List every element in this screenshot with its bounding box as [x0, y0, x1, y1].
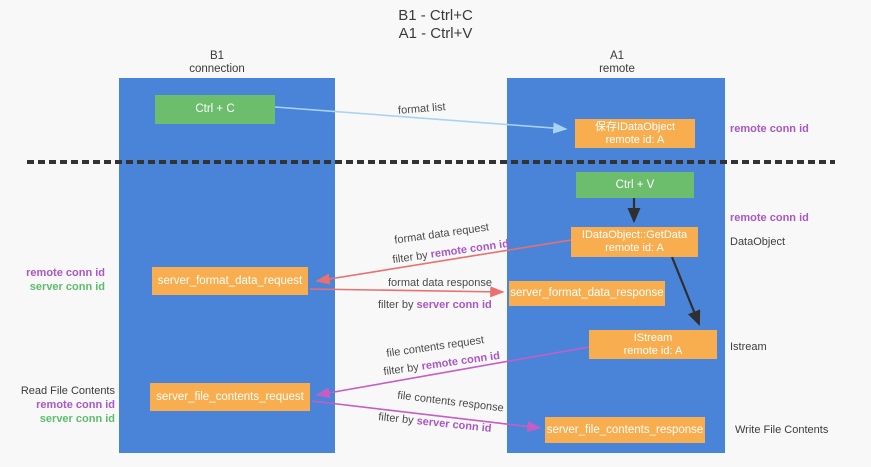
box-ctrl-c-label: Ctrl + C	[195, 103, 235, 115]
box-istream-line1: IStream	[633, 331, 673, 344]
label-filter-by-3: filter by	[382, 361, 420, 379]
label-filter-server-2: filter by server conn id	[378, 411, 492, 435]
lane-right-name: A1	[609, 50, 625, 62]
annotation-left-conn-ids-1: remote conn id server conn id	[10, 266, 105, 294]
box-server-format-data-request: server_format_data_request	[152, 267, 308, 295]
label-format-list: format list	[397, 101, 447, 117]
box-ctrl-v: Ctrl + V	[576, 172, 694, 198]
box-server-file-contents-request: server_file_contents_request	[150, 383, 310, 411]
box-ctrl-c: Ctrl + C	[155, 95, 275, 124]
annotation-server-conn-id-left2: server conn id	[39, 413, 115, 425]
box-ctrl-v-label: Ctrl + V	[615, 178, 655, 191]
box-server-format-data-request-label: server_format_data_request	[157, 274, 303, 287]
title-line-1: B1 - Ctrl+C	[398, 7, 473, 24]
box-istream: IStream remote id: A	[589, 330, 717, 359]
annotation-remote-conn-id-left2: remote conn id	[36, 399, 115, 411]
label-server-conn-id-2: server conn id	[416, 415, 493, 435]
label-server-conn-id-1: server conn id	[416, 299, 492, 311]
box-server-format-data-response: server_format_data_response	[509, 281, 665, 306]
box-save-idataobject-line1: 保存IDataObject	[594, 120, 676, 133]
box-save-idataobject: 保存IDataObject remote id: A	[575, 119, 695, 148]
annotation-server-conn-id-left1: server conn id	[29, 281, 105, 293]
lane-header-left: B1 connection	[157, 50, 277, 76]
label-filter-by-2: filter by	[378, 299, 414, 311]
label-filter-by-1: filter by	[391, 249, 429, 267]
annotation-left-conn-ids-2: Read File Contents remote conn id server…	[10, 384, 115, 426]
box-server-file-contents-request-label: server_file_contents_request	[156, 390, 304, 403]
lane-right-role: remote	[599, 63, 635, 75]
lane-left-name: B1	[209, 50, 225, 62]
annotation-dataobject: DataObject	[730, 236, 786, 248]
annotation-remote-conn-id-mid: remote conn id	[730, 212, 809, 224]
box-istream-line2: remote id: A	[623, 344, 683, 357]
arrow-format-data-response	[309, 286, 505, 298]
annotation-remote-conn-id-top: remote conn id	[730, 123, 809, 135]
box-server-file-contents-response: server_file_contents_response	[545, 417, 705, 443]
annotation-istream: Istream	[730, 341, 767, 353]
label-remote-conn-id-1: remote conn id	[429, 237, 510, 261]
box-idataobject-getdata-line2: remote id: A	[605, 242, 664, 254]
annotation-write-file-contents: Write File Contents	[735, 424, 829, 436]
annotation-remote-conn-id-left1: remote conn id	[26, 267, 105, 279]
annotation-read-file-contents: Read File Contents	[20, 385, 115, 397]
label-filter-server-1: filter by server conn id	[378, 299, 492, 311]
lane-header-right: A1 remote	[557, 50, 677, 76]
box-save-idataobject-line2: remote id: A	[605, 133, 665, 146]
box-idataobject-getdata: IDataObject::GetData remote id: A	[571, 227, 698, 257]
box-idataobject-getdata-line1: IDataObject::GetData	[581, 229, 688, 241]
label-format-data-response: format data response	[388, 277, 492, 289]
phase-separator-dashed-line	[27, 160, 835, 164]
box-server-file-contents-response-label: server_file_contents_response	[546, 423, 704, 436]
box-server-format-data-response-label: server_format_data_response	[510, 287, 664, 299]
title-line-2: A1 - Ctrl+V	[398, 25, 473, 42]
label-filter-by-4: filter by	[377, 411, 415, 427]
diagram-title: B1 - Ctrl+C A1 - Ctrl+V	[0, 7, 871, 43]
lane-left-role: connection	[189, 63, 245, 75]
label-file-contents-response: file contents response	[396, 389, 505, 415]
